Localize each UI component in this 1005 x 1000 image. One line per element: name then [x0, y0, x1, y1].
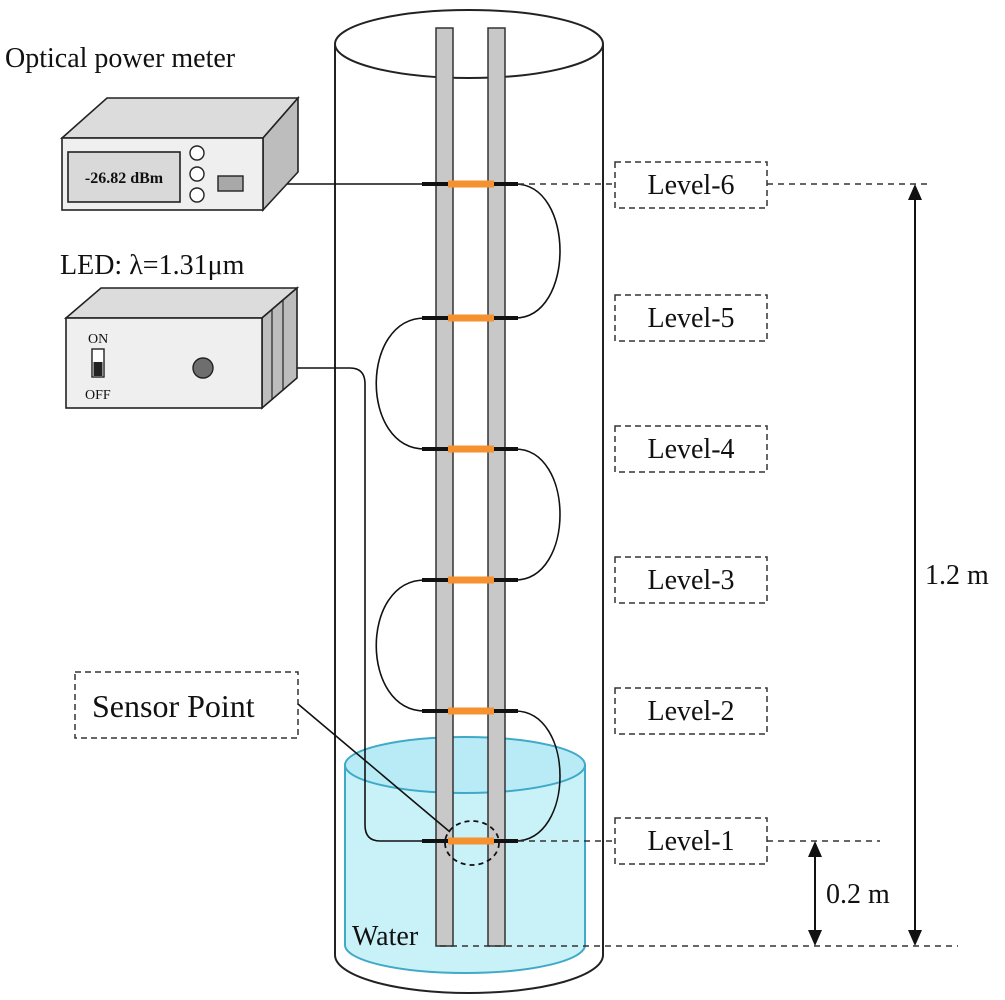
level-labels: Level-6 Level-5 Level-4 Level-3 Level-2 …: [614, 161, 768, 865]
sensor-point-highlight: [444, 820, 500, 866]
fiber-led-to-level1: [205, 367, 425, 842]
sensor-stations: [422, 180, 518, 866]
outer-cylinder: [334, 9, 604, 994]
led-fiber-port: [192, 357, 214, 379]
fiber-loop-2-1: [514, 710, 561, 842]
meter-title: Optical power meter: [5, 43, 236, 74]
led-switch-on-label: ON: [88, 332, 108, 347]
meter-button-3: [189, 187, 205, 203]
fiber-loop-3-2: [375, 579, 426, 712]
reference-lines: [440, 183, 958, 947]
dimension-total-arrow-bottom: [908, 930, 922, 946]
rod-left: [435, 27, 454, 947]
dimension-bottom-arrow-top: [808, 841, 822, 857]
level-2-box: Level-2: [614, 687, 768, 735]
level-4-box: Level-4: [614, 425, 768, 473]
led-switch-off-label: OFF: [85, 388, 111, 403]
led-title: LED: λ=1.31μm: [60, 250, 245, 281]
fiber-loop-5-4: [375, 317, 426, 450]
meter-fiber-port: [217, 175, 244, 192]
level-5-box: Level-5: [614, 294, 768, 342]
fiber-loop-4-3: [514, 448, 561, 581]
level-6-label: Level-6: [647, 170, 734, 201]
dimension-total-label: 1.2 m: [925, 560, 989, 591]
rod-right: [487, 27, 506, 947]
cylinder-top-rim: [334, 9, 604, 79]
dimension-bottom-arrow-bottom: [808, 930, 822, 946]
meter-button-1: [189, 145, 205, 161]
sensor-point-callout: Sensor Point: [74, 671, 451, 833]
dimension-bottom: 0.2 m: [808, 841, 890, 946]
optical-power-meter: Optical power meter -26.82 dBm: [5, 43, 300, 213]
level-3-box: Level-3: [614, 556, 768, 604]
cylinder-bottom-rim: [334, 954, 604, 994]
water-body: [344, 764, 586, 974]
level-4-label: Level-4: [647, 434, 734, 465]
level-5-label: Level-5: [647, 303, 734, 334]
level-1-box: Level-1: [614, 817, 768, 865]
meter-button-2: [189, 166, 205, 182]
water-surface: [344, 736, 586, 794]
level-6-box: Level-6: [614, 161, 768, 209]
led-source: LED: λ=1.31μm ON OFF: [60, 250, 300, 410]
support-rods: [435, 27, 506, 947]
sensor-point-label: Sensor Point: [92, 688, 255, 724]
level-3-label: Level-3: [647, 565, 734, 596]
dimension-total: 1.2 m: [908, 184, 989, 946]
level-2-label: Level-2: [647, 696, 734, 727]
dimension-total-arrow-top: [908, 184, 922, 200]
meter-top-face: [59, 97, 300, 139]
dimension-bottom-label: 0.2 m: [826, 879, 890, 910]
meter-reading: -26.82 dBm: [85, 170, 164, 187]
water-container: Water: [344, 736, 586, 974]
meter-display: [67, 151, 181, 203]
led-power-switch-lever: [93, 362, 103, 376]
sensor-point-box: [74, 671, 299, 739]
sensor-point-leader: [297, 703, 451, 833]
water-label: Water: [352, 921, 419, 952]
level-1-label: Level-1: [647, 826, 734, 857]
optical-fiber: [205, 183, 561, 842]
led-top-face: [63, 287, 300, 319]
fiber-loop-6-5: [514, 183, 561, 319]
